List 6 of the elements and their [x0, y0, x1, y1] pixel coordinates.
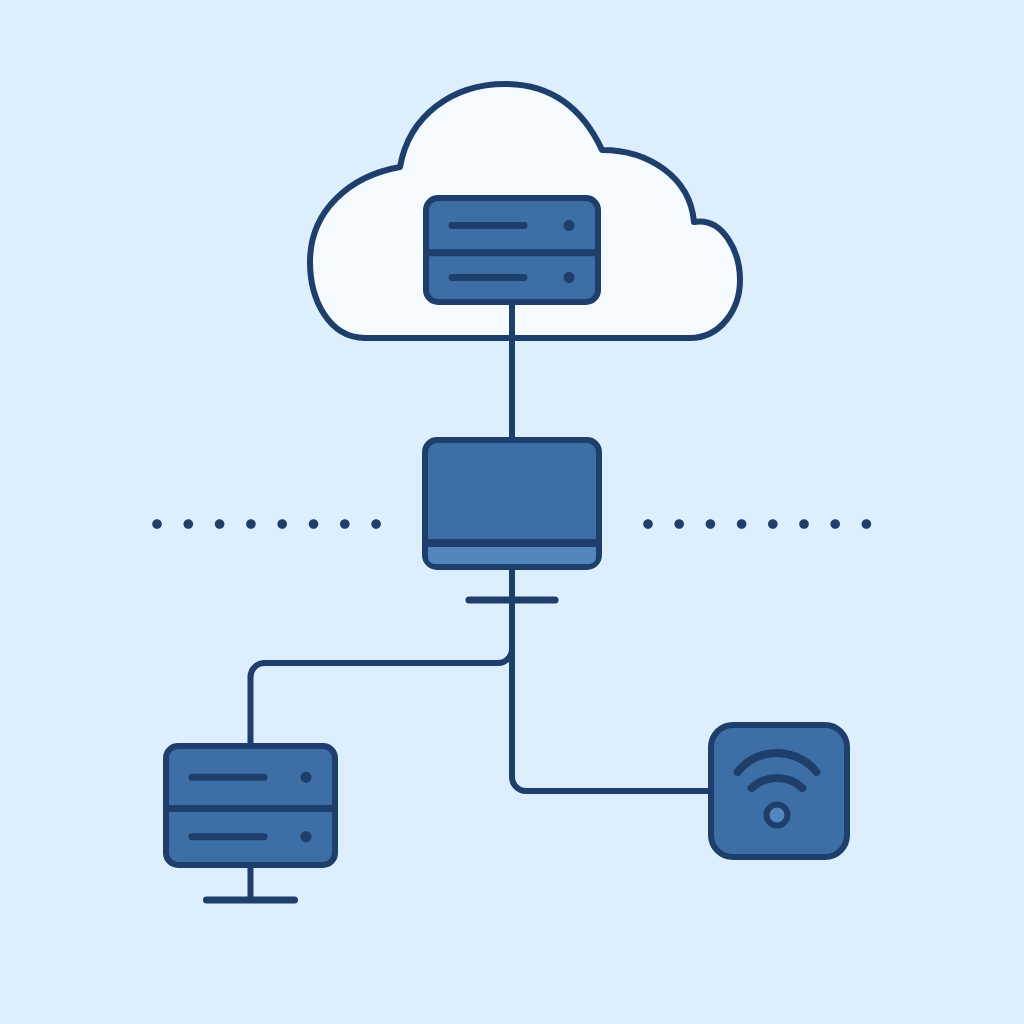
server-icon: [163, 743, 338, 904]
connector-line: [509, 305, 515, 437]
connector-line: [509, 570, 708, 794]
wifi-icon: [708, 722, 850, 860]
monitor-icon: [422, 437, 602, 604]
server-icon: [423, 195, 601, 305]
